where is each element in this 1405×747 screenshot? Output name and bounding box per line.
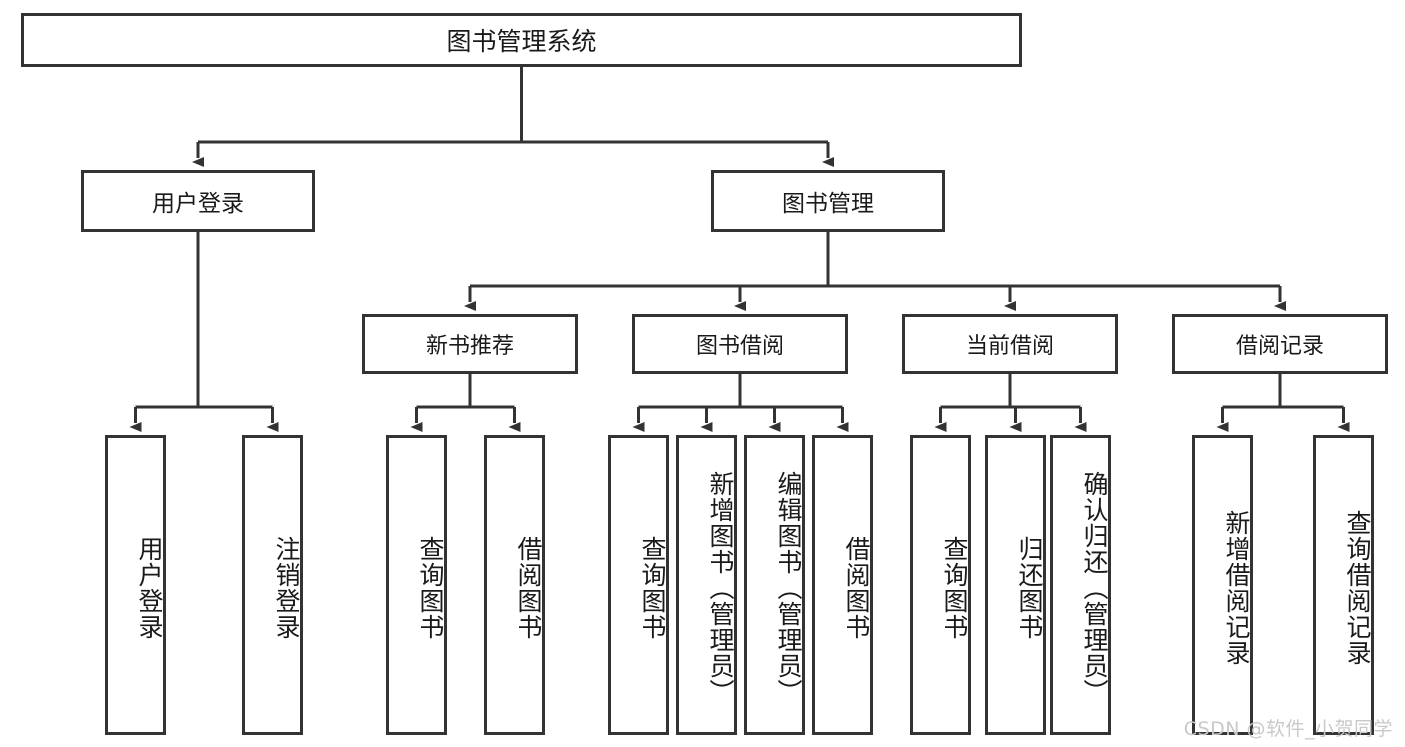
node-book-manage-label: 图书管理 bbox=[782, 191, 874, 217]
node-leaf-query-borrow-record[interactable]: 查询借阅记录 bbox=[1313, 435, 1374, 735]
node-leaf-user-login-label: 用户登录 bbox=[135, 536, 164, 640]
node-root[interactable]: 图书管理系统 bbox=[21, 13, 1022, 67]
node-root-label: 图书管理系统 bbox=[446, 27, 597, 56]
node-book-manage[interactable]: 图书管理 bbox=[711, 170, 945, 232]
node-current-borrow[interactable]: 当前借阅 bbox=[902, 314, 1118, 374]
node-leaf-query-borrow-record-label: 查询借阅记录 bbox=[1343, 510, 1372, 666]
node-leaf-edit-book-label: 编辑图书（管理员） bbox=[774, 471, 803, 705]
node-user-login-label: 用户登录 bbox=[152, 191, 244, 217]
node-current-borrow-label: 当前借阅 bbox=[965, 334, 1054, 359]
node-leaf-query-book-1[interactable]: 查询图书 bbox=[386, 435, 447, 735]
node-book-borrow-label: 图书借阅 bbox=[695, 334, 784, 359]
node-leaf-borrow-book-1-label: 借阅图书 bbox=[514, 536, 543, 640]
csdn-watermark: CSDN @软件_小贺同学 bbox=[1183, 718, 1393, 740]
node-leaf-query-book-1-label: 查询图书 bbox=[416, 536, 445, 640]
node-leaf-confirm-return[interactable]: 确认归还（管理员） bbox=[1050, 435, 1111, 735]
node-leaf-query-book-2-label: 查询图书 bbox=[638, 536, 667, 640]
edge-group bbox=[129, 67, 1350, 432]
node-leaf-borrow-book-2[interactable]: 借阅图书 bbox=[812, 435, 873, 735]
node-user-login[interactable]: 用户登录 bbox=[81, 170, 315, 232]
node-leaf-query-book-2[interactable]: 查询图书 bbox=[608, 435, 669, 735]
node-leaf-return-book[interactable]: 归还图书 bbox=[985, 435, 1046, 735]
node-leaf-add-borrow-record[interactable]: 新增借阅记录 bbox=[1192, 435, 1253, 735]
node-book-borrow[interactable]: 图书借阅 bbox=[632, 314, 848, 374]
node-new-book-recommend[interactable]: 新书推荐 bbox=[362, 314, 578, 374]
node-leaf-edit-book[interactable]: 编辑图书（管理员） bbox=[744, 435, 805, 735]
node-borrow-record-label: 借阅记录 bbox=[1235, 334, 1324, 359]
node-leaf-user-login[interactable]: 用户登录 bbox=[105, 435, 166, 735]
node-new-book-recommend-label: 新书推荐 bbox=[425, 334, 514, 359]
node-borrow-record[interactable]: 借阅记录 bbox=[1172, 314, 1388, 374]
node-leaf-borrow-book-2-label: 借阅图书 bbox=[842, 536, 871, 640]
node-leaf-add-borrow-record-label: 新增借阅记录 bbox=[1222, 510, 1251, 666]
node-leaf-return-book-label: 归还图书 bbox=[1015, 536, 1044, 640]
node-leaf-borrow-book-1[interactable]: 借阅图书 bbox=[484, 435, 545, 735]
node-leaf-confirm-return-label: 确认归还（管理员） bbox=[1080, 471, 1109, 705]
node-leaf-query-book-3-label: 查询图书 bbox=[940, 536, 969, 640]
node-leaf-user-logout[interactable]: 注销登录 bbox=[242, 435, 303, 735]
node-leaf-add-book[interactable]: 新增图书（管理员） bbox=[676, 435, 737, 735]
node-leaf-query-book-3[interactable]: 查询图书 bbox=[910, 435, 971, 735]
node-leaf-user-logout-label: 注销登录 bbox=[272, 536, 301, 640]
node-leaf-add-book-label: 新增图书（管理员） bbox=[706, 471, 735, 705]
